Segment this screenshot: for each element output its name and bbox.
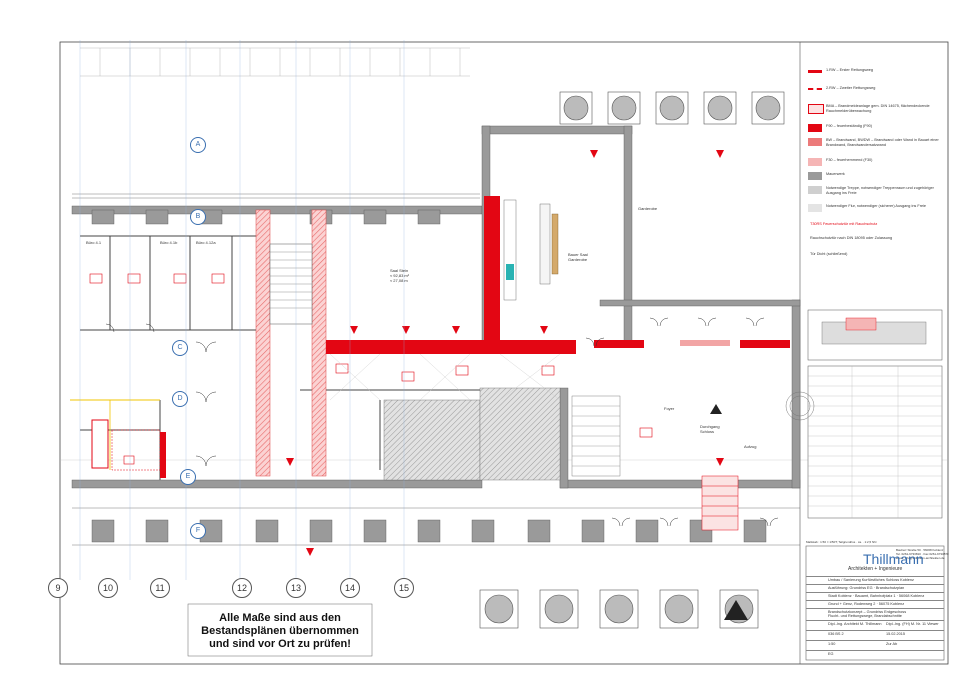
tb-sign-2: Dipl.-Ing. (FH) M. Nr. 11 Viewer — [886, 622, 939, 626]
tb-index: EG — [828, 652, 834, 656]
legend-label: BMA – Brandmeldeanlage gem. DIN 14675, f… — [826, 104, 930, 113]
tb-inhalt-1: Brandschutzkonzept – Grundriss Erdgescho… — [828, 610, 907, 614]
legend-label: Notwendige Treppe, notwendiger Treppenra… — [826, 186, 934, 195]
axis-col-12: 12 — [232, 578, 252, 598]
room-buero-1: Büro 4.1 — [86, 240, 102, 245]
tb-date: 15.02.2015 — [886, 632, 906, 636]
axis-col-10: 10 — [98, 578, 118, 598]
axis-col-15: 15 — [394, 578, 414, 598]
room-saal-stein: Saal Stein ≈ 92,83 m² ≈ 27,08 m — [390, 268, 409, 283]
note-line-3: und sind vor Ort zu prüfen! — [209, 638, 351, 650]
legend-swatch-2rw — [808, 88, 822, 90]
room-saal-stein-name: Saal Stein — [390, 268, 409, 273]
room-foyer: Foyer — [664, 406, 675, 411]
grid-axis-a: A — [190, 137, 206, 153]
axis-col-11: 11 — [150, 578, 170, 598]
room-saal-stein-height: ≈ 27,08 m — [390, 278, 408, 283]
note-line-1: Alle Maße sind aus den — [219, 612, 341, 624]
tb-sign: Dipl.-Ing. Architekt M. Thillmann — [828, 622, 882, 626]
tb-row: 1:50 Zur Ab — [806, 640, 944, 646]
title-block: Bauherr Straße 50 · 56068 Koblenz Tel. 0… — [806, 546, 949, 660]
company-logo: Thillmann — [863, 551, 924, 567]
legend-swatch-bma — [808, 104, 824, 114]
legend-label: 1.RW – Erster Rettungsweg — [826, 68, 873, 72]
tb-row: Dipl.-Ing. Architekt M. Thillmann Dipl.-… — [806, 620, 944, 626]
grid-axis-e: E — [180, 469, 196, 485]
company-address-1: Bauherr Straße 50 · 56068 Koblenz — [896, 548, 944, 552]
tb-row: Stadt Koblenz · Bauamt, Bahnhofplatz 1 ·… — [806, 592, 944, 598]
company-address-3: email: info@thillmann-architekten.de — [896, 556, 945, 560]
legend-swatch-mauerwerk — [808, 172, 822, 180]
room-durchgang: Durchgang Schloss — [700, 424, 720, 434]
legend-label: BW – Brandwand, BWDW – Brandwand oder Wa… — [826, 138, 939, 147]
legend-label: Tür Dicht (schließend) — [810, 252, 848, 256]
legend-label: Rauchschutztür nach DIN 18095 oder Zulas… — [810, 236, 893, 240]
tb-row: Ausführung: Grundriss EG · Brandschutzpl… — [806, 584, 944, 590]
axis-col-14: 14 — [340, 578, 360, 598]
legend-swatch-f30 — [808, 158, 822, 166]
tb-plan-no: 036 BS 2 — [828, 632, 844, 636]
legend: 1.RW – Erster Rettungsweg 2.RW – Zweiter… — [804, 56, 942, 292]
room-saal-stein-area: ≈ 92,83 m² — [390, 273, 410, 278]
legend-swatch-1rw — [808, 70, 822, 73]
legend-swatch-flur — [808, 204, 822, 212]
tb-row: EG — [806, 650, 944, 656]
room-durchgang-name: Durchgang — [700, 424, 720, 429]
legend-swatch-treppe — [808, 186, 822, 194]
room-buero-2: Büro 4.1b — [160, 240, 178, 245]
legend-label: 2.RW – Zweiter Rettungsweg — [826, 86, 876, 90]
grid-axis-c: C — [172, 340, 188, 356]
tb-inhalt-2: Flucht- und Rettungswege, Brandabschnitt… — [828, 614, 902, 618]
grid-axis-f: F — [190, 523, 206, 539]
tb-project: Umbau / Sanierung Kurfürstliches Schloss… — [828, 578, 914, 582]
legend-label: T30RS Feuerschutztür mit Rauchschutz — [810, 222, 878, 226]
axis-col-9: 9 — [48, 578, 68, 598]
tb-row: 036 BS 2 15.02.2015 — [806, 630, 944, 636]
grid-axis-d: D — [172, 391, 188, 407]
dimension-note: Alle Maße sind aus den Bestandsplänen üb… — [200, 612, 360, 651]
legend-label: F30 – feuerhemmend (F30) — [826, 158, 873, 162]
legend-swatch-bw — [808, 138, 822, 146]
room-buero-3: Büro 4.12a — [196, 240, 216, 245]
legend-label: Mauerwerk — [826, 172, 845, 176]
tb-row: Umbau / Sanierung Kurfürstliches Schloss… — [806, 576, 944, 582]
legend-label: F90 – feuerbeständig (F90) — [826, 124, 873, 128]
tb-row: Grund + Genz, Rodenweg 2 · 56075 Koblenz — [806, 600, 944, 606]
grid-axis-b: B — [190, 209, 206, 225]
tb-row: Brandschutzkonzept – Grundriss Erdgescho… — [806, 608, 944, 618]
company-address-2: Tel. 0261-9733810 · Fax 0261-9733870 — [896, 552, 949, 556]
company-logo-sub: Architekten + Ingenieure — [848, 566, 903, 572]
room-bauer-saal-name: Bauer Saal — [568, 252, 588, 257]
legend-label: Notwendiger Flur, notwendiger (sicherer)… — [826, 204, 927, 208]
room-bauer-saal: Bauer Saal Garderobe — [568, 252, 588, 262]
note-line-2: Bestandsplänen übernommen — [201, 625, 359, 637]
axis-col-13: 13 — [286, 578, 306, 598]
legend-swatch-f90 — [808, 124, 822, 132]
tb-planung: Stadt Koblenz · Bauamt, Bahnhofplatz 1 ·… — [828, 594, 925, 598]
room-bauer-saal-sub: Garderobe — [568, 257, 588, 262]
room-garderobe: Garderobe — [638, 206, 658, 211]
tb-verfasser: Grund + Genz, Rodenweg 2 · 56075 Koblenz — [828, 602, 905, 606]
room-durchgang-sub: Schloss — [700, 429, 715, 434]
room-aufzug: Aufzug — [744, 444, 757, 449]
scale-line: Maßstab : 1:50 = 1/50T; Teilgrundriss · … — [806, 540, 877, 544]
tb-scale: 1:50 — [828, 642, 836, 646]
tb-format: Zur Ab — [886, 642, 898, 646]
tb-bauherr: Ausführung: Grundriss EG · Brandschutzpl… — [828, 586, 905, 590]
